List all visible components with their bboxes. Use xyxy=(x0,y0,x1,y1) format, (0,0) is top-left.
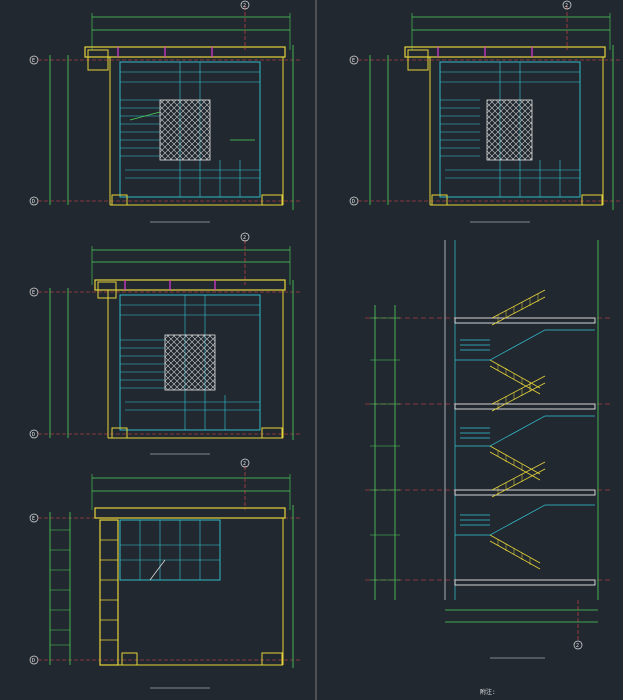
grid-label-e: E xyxy=(32,290,35,296)
grid-label-2: 2 xyxy=(243,461,246,467)
grid-label-2: 2 xyxy=(243,3,246,9)
grid-label-d: D xyxy=(32,658,35,664)
grid-bubble-2 xyxy=(240,232,250,242)
section-view: 2 xyxy=(365,240,610,659)
grid-bubble-2 xyxy=(240,458,250,468)
grid-label-e: E xyxy=(32,58,35,64)
grid-label-e: E xyxy=(352,58,355,64)
grid-label-d: D xyxy=(352,199,355,205)
plan-view-top-left: 2 E D xyxy=(29,0,300,223)
plan-view-middle-left: 2 E D xyxy=(29,232,300,455)
grid-label-2: 2 xyxy=(243,235,246,241)
note-label: 附注: xyxy=(480,688,496,696)
grid-label-2: 2 xyxy=(565,3,568,9)
grid-bubble-2 xyxy=(240,0,250,10)
grid-label-e: E xyxy=(32,516,35,522)
grid-bubble-2 xyxy=(562,0,572,10)
grid-label-d: D xyxy=(32,199,35,205)
grid-label-d: D xyxy=(32,432,35,438)
plan-view-bottom-left: 2 E D xyxy=(29,458,300,689)
plan-view-top-right: 2 E D xyxy=(349,0,620,223)
grid-label-2: 2 xyxy=(576,643,579,649)
grid-bubble-2 xyxy=(573,640,583,650)
